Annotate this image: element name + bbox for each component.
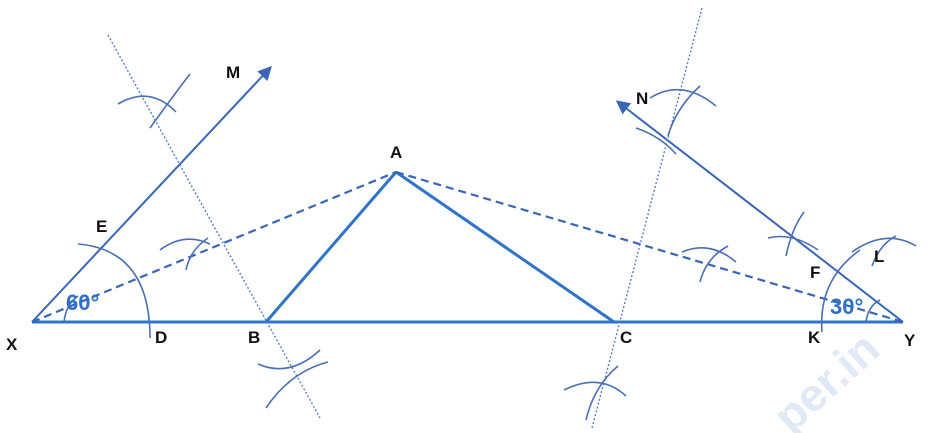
dashed-line-ay — [395, 170, 904, 324]
label-y: Y — [904, 331, 916, 350]
ray-xm — [31, 65, 272, 323]
arc-b-top-2 — [149, 73, 191, 129]
angle-arc-x — [63, 295, 79, 323]
label-x: X — [6, 335, 18, 354]
angle-arc-y — [865, 299, 881, 323]
arc-c-bottom-2 — [585, 365, 619, 421]
dashed-line-ax — [31, 170, 397, 324]
arc-l-2 — [871, 235, 897, 267]
arc-b-top-1 — [117, 95, 177, 113]
label-c: C — [620, 328, 632, 347]
label-a: A — [390, 143, 402, 162]
ray-yn — [615, 100, 904, 323]
label-n: N — [636, 89, 648, 108]
label-f: F — [810, 263, 820, 282]
arc-b-mid-2 — [185, 237, 209, 271]
construction-arcs — [63, 73, 917, 421]
label-l: L — [874, 247, 884, 266]
arc-c-mid-1 — [681, 246, 737, 263]
arc-n-small — [635, 127, 677, 155]
arc-f-2 — [785, 211, 805, 257]
side-ab — [264, 171, 398, 323]
arc-b-bottom-1 — [257, 349, 321, 370]
label-b: B — [248, 328, 260, 347]
arc-c-mid-2 — [699, 245, 729, 283]
label-k: K — [808, 328, 821, 347]
bisector-line-c — [591, 7, 703, 429]
arc-c-top-1 — [649, 88, 717, 107]
arc-c-top-2 — [667, 85, 701, 137]
watermark-text: per.in — [763, 322, 889, 433]
arc-b-mid-1 — [159, 238, 211, 251]
bisector-line-b — [107, 34, 321, 419]
arc-l-1 — [851, 237, 917, 253]
label-e: E — [96, 217, 107, 236]
arc-y-fk — [820, 249, 861, 333]
label-d: D — [155, 328, 167, 347]
angle-label-30: 30° — [830, 294, 863, 319]
arc-c-bottom-1 — [563, 381, 627, 397]
side-ac — [395, 170, 615, 324]
arc-b-bottom-2 — [265, 361, 329, 409]
arc-x-ed — [77, 243, 151, 339]
label-m: M — [226, 63, 240, 82]
angle-label-60: 60° — [66, 290, 99, 315]
arc-f-1 — [767, 235, 819, 251]
